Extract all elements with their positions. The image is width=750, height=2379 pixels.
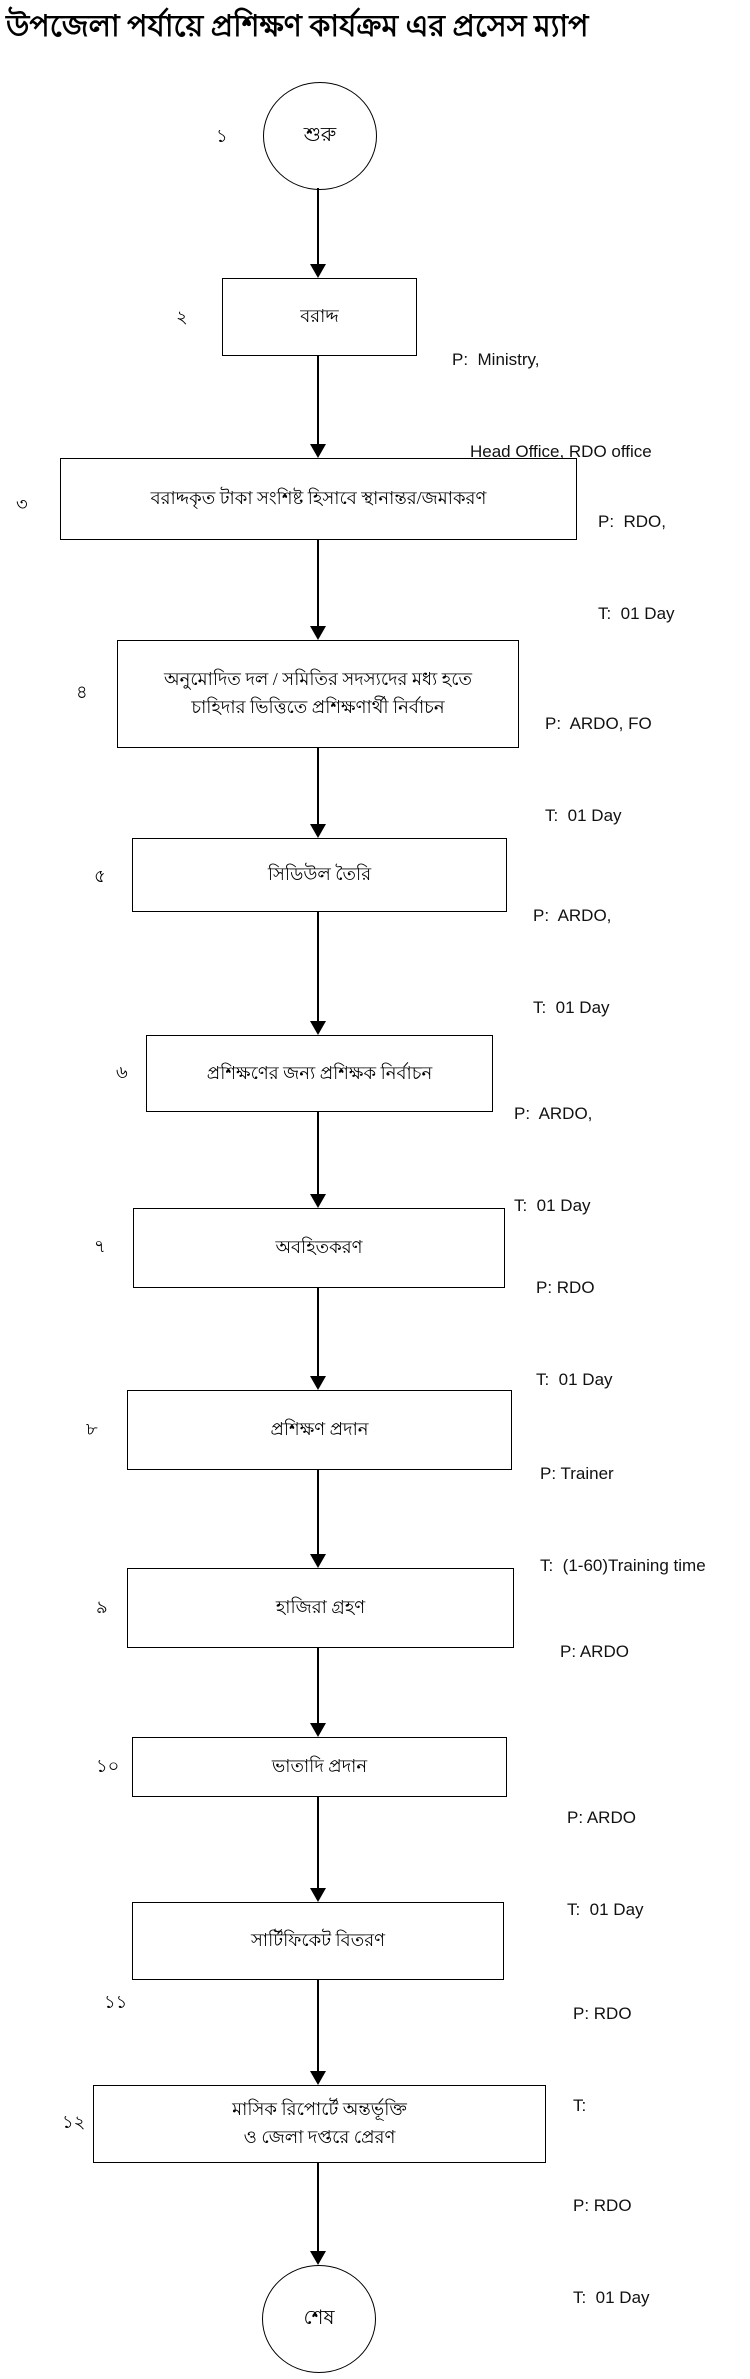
- step-number-3: ৩: [16, 494, 28, 514]
- annotation-line: P: RDO,: [598, 512, 667, 532]
- start-terminator: শুরু: [263, 82, 377, 190]
- process-box-notification: অবহিতকরণ: [133, 1208, 505, 1288]
- flow-arrow-icon: [310, 1797, 325, 1902]
- process-box-label: প্রশিক্ষণের জন্য প্রশিক্ষক নির্বাচন: [206, 1062, 433, 1083]
- annotation-line: T: (1-60)Training time: [540, 1555, 706, 1575]
- flow-arrow-icon: [310, 188, 325, 278]
- process-box-label: হাজিরা গ্রহণ: [275, 1597, 366, 1618]
- annotation-line: T: 01 Day: [545, 805, 622, 825]
- step-number-6: ৬: [116, 1062, 128, 1082]
- annotation-line: P: ARDO: [567, 1808, 636, 1828]
- annotation-line: P: RDO: [573, 2004, 632, 2024]
- flow-arrow-icon: [310, 912, 325, 1035]
- end-label: শেষ: [303, 2306, 335, 2329]
- annotation-7: P: RDO T: 01 Day: [536, 1212, 613, 1457]
- flow-arrow-icon: [310, 1648, 325, 1737]
- process-box-label: ভাতাদি প্রদান: [271, 1756, 368, 1777]
- annotation-12: P: RDO T: 01 Day: [573, 2130, 650, 2375]
- annotation-line: P: Trainer: [540, 1464, 614, 1484]
- process-box-schedule: সিডিউল তৈরি: [132, 838, 507, 912]
- process-box-allowance: ভাতাদি প্রদান: [132, 1737, 507, 1797]
- annotation-line: T:: [573, 2095, 587, 2115]
- annotation-line: Head Office, RDO office: [470, 441, 652, 461]
- step-number-4: ৪: [76, 682, 88, 702]
- process-box-label: বরাদ্দকৃত টাকা সংশিষ্ট হিসাবে স্থানান্তর…: [150, 488, 487, 509]
- process-box-label-line2: ও জেলা দপ্তরে প্রেরণ: [243, 2127, 396, 2147]
- step-number-12: ১২: [62, 2112, 86, 2132]
- annotation-line: P: RDO: [573, 2196, 632, 2216]
- step-number-11: ১১: [104, 1992, 128, 2012]
- end-terminator: শেষ: [262, 2265, 376, 2373]
- process-box-trainer-selection: প্রশিক্ষণের জন্য প্রশিক্ষক নির্বাচন: [146, 1035, 493, 1112]
- step-number-9: ৯: [96, 1597, 108, 1617]
- process-box-label: বরাদ্দ: [300, 306, 339, 327]
- annotation-line: P: ARDO,: [514, 1104, 593, 1124]
- annotation-line: T: 01 Day: [573, 2287, 650, 2307]
- annotation-line: P: ARDO,: [533, 906, 612, 926]
- flow-arrow-icon: [310, 356, 325, 458]
- process-box-label: অবহিতকরণ: [275, 1237, 363, 1258]
- annotation-line: P: ARDO: [560, 1642, 629, 1662]
- process-box-label-line2: চাহিদার ভিত্তিতে প্রশিক্ষণার্থী নির্বাচন: [191, 697, 445, 717]
- annotation-line: P: ARDO, FO: [545, 714, 652, 734]
- annotation-line: T: 01 Day: [598, 603, 675, 623]
- annotation-line: P: Ministry,: [452, 350, 540, 370]
- flow-arrow-icon: [310, 1288, 325, 1390]
- annotation-line: T: 01 Day: [533, 997, 610, 1017]
- process-box-label: সার্টিফিকেট বিতরণ: [251, 1930, 385, 1951]
- process-box-allocation: বরাদ্দ: [222, 278, 417, 356]
- step-number-10: ১০: [96, 1756, 120, 1776]
- annotation-4: P: ARDO, FO T: 01 Day: [545, 648, 652, 893]
- process-box-monthly-report: মাসিক রিপোর্টে অন্তর্ভূক্তি ও জেলা দপ্তর…: [93, 2085, 546, 2163]
- process-box-attendance: হাজিরা গ্রহণ: [127, 1568, 514, 1648]
- flow-arrow-icon: [310, 2163, 325, 2265]
- annotation-10: P: ARDO T: 01 Day: [567, 1742, 644, 1987]
- annotation-line: T: 01 Day: [536, 1369, 613, 1389]
- annotation-line: P: RDO: [536, 1278, 595, 1298]
- annotation-6: P: ARDO, T: 01 Day: [514, 1038, 592, 1283]
- annotation-2: P: Ministry, Head Office, RDO office: [452, 284, 652, 529]
- step-number-7: ৭: [94, 1236, 106, 1256]
- step-number-1: ১: [216, 126, 228, 146]
- process-box-label: মাসিক রিপোর্টে অন্তর্ভূক্তি: [232, 2099, 407, 2120]
- process-box-label: অনুমোদিত দল / সমিতির সদস্যদের মধ্য হতে: [164, 669, 472, 690]
- flow-arrow-icon: [310, 540, 325, 640]
- process-box-label: সিডিউল তৈরি: [267, 864, 372, 885]
- annotation-9: P: ARDO: [560, 1576, 629, 1790]
- page-title: উপজেলা পর্যায়ে প্রশিক্ষণ কার্যক্রম এর প…: [6, 10, 589, 43]
- annotation-line: T: 01 Day: [567, 1899, 644, 1919]
- annotation-11: P: RDO T:: [573, 1938, 632, 2183]
- step-number-2: ২: [176, 307, 188, 327]
- start-label: শুরু: [303, 123, 337, 146]
- annotation-5: P: ARDO, T: 01 Day: [533, 840, 611, 1085]
- annotation-line: T: 01 Day: [514, 1195, 591, 1215]
- process-box-certificate: সার্টিফিকেট বিতরণ: [132, 1902, 504, 1980]
- annotation-3: P: RDO, T: 01 Day: [598, 446, 675, 691]
- process-box-label: প্রশিক্ষণ প্রদান: [270, 1419, 369, 1440]
- flow-arrow-icon: [310, 748, 325, 838]
- process-box-fund-transfer: বরাদ্দকৃত টাকা সংশিষ্ট হিসাবে স্থানান্তর…: [60, 458, 577, 540]
- flow-arrow-icon: [310, 1470, 325, 1568]
- process-box-training-delivery: প্রশিক্ষণ প্রদান: [127, 1390, 512, 1470]
- flow-arrow-icon: [310, 1980, 325, 2085]
- flow-arrow-icon: [310, 1112, 325, 1208]
- step-number-8: ৮: [86, 1419, 98, 1439]
- annotation-8: P: Trainer T: (1-60)Training time: [540, 1398, 706, 1643]
- process-box-trainee-selection: অনুমোদিত দল / সমিতির সদস্যদের মধ্য হতে চ…: [117, 640, 519, 748]
- step-number-5: ৫: [94, 866, 106, 886]
